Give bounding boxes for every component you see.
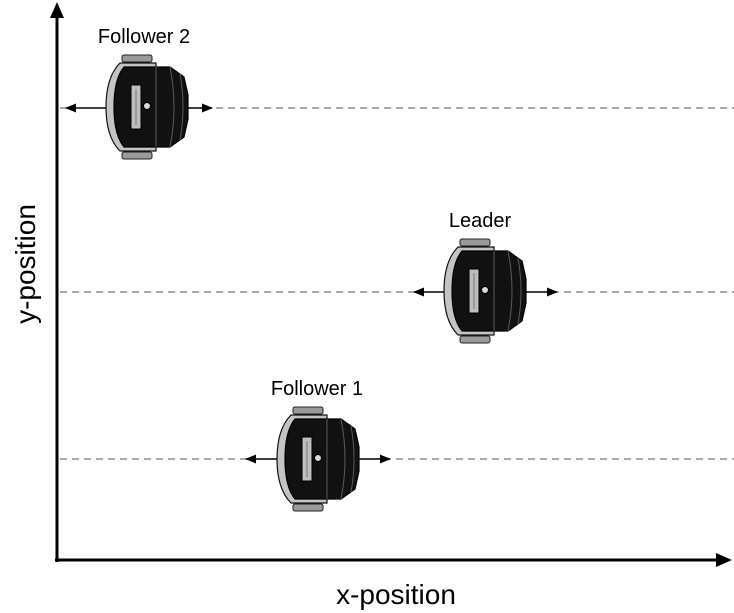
robot-follower-1: Follower 1 <box>244 378 392 512</box>
robot-label: Follower 2 <box>98 26 190 48</box>
robot-icon <box>443 238 527 344</box>
guide-lines <box>60 107 734 460</box>
x-axis-arrowhead <box>716 553 732 567</box>
robot-icon <box>276 406 360 512</box>
robot-label: Leader <box>449 210 512 232</box>
robot-leader: Leader <box>412 210 559 344</box>
y-axis-label: y-position <box>10 204 41 324</box>
robot-icon <box>105 54 189 160</box>
y-axis-arrowhead <box>50 2 64 18</box>
robot-label: Follower 1 <box>271 378 363 400</box>
x-axis-label: x-position <box>336 579 456 610</box>
axes <box>50 2 732 567</box>
robot-follower-2: Follower 2 <box>64 26 214 160</box>
